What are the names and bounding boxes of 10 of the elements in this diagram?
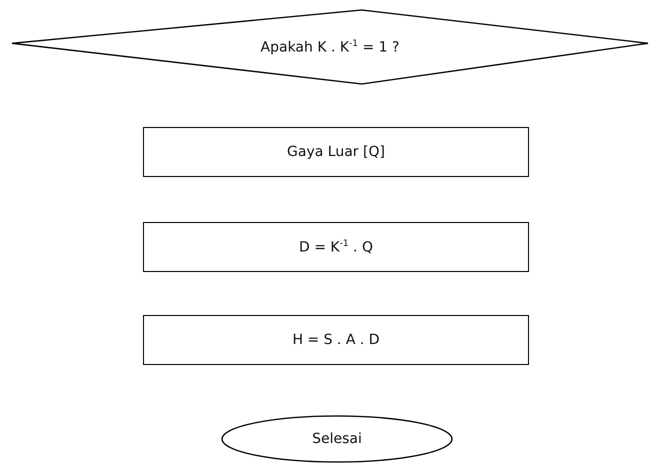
decision-diamond xyxy=(12,10,648,84)
terminal-oval xyxy=(222,416,452,462)
process-box xyxy=(143,127,529,177)
process-box xyxy=(143,315,529,365)
node-text: Gaya Luar [Q] xyxy=(287,144,385,160)
node-text: Apakah K . K$^{-1}$ = 1 ? xyxy=(260,38,400,56)
node-text: Selesai xyxy=(312,431,362,447)
node-text: H = S . A . D xyxy=(292,332,380,348)
node-text: D = K$^{-1}$ . Q xyxy=(299,238,373,256)
process-box xyxy=(143,222,529,272)
